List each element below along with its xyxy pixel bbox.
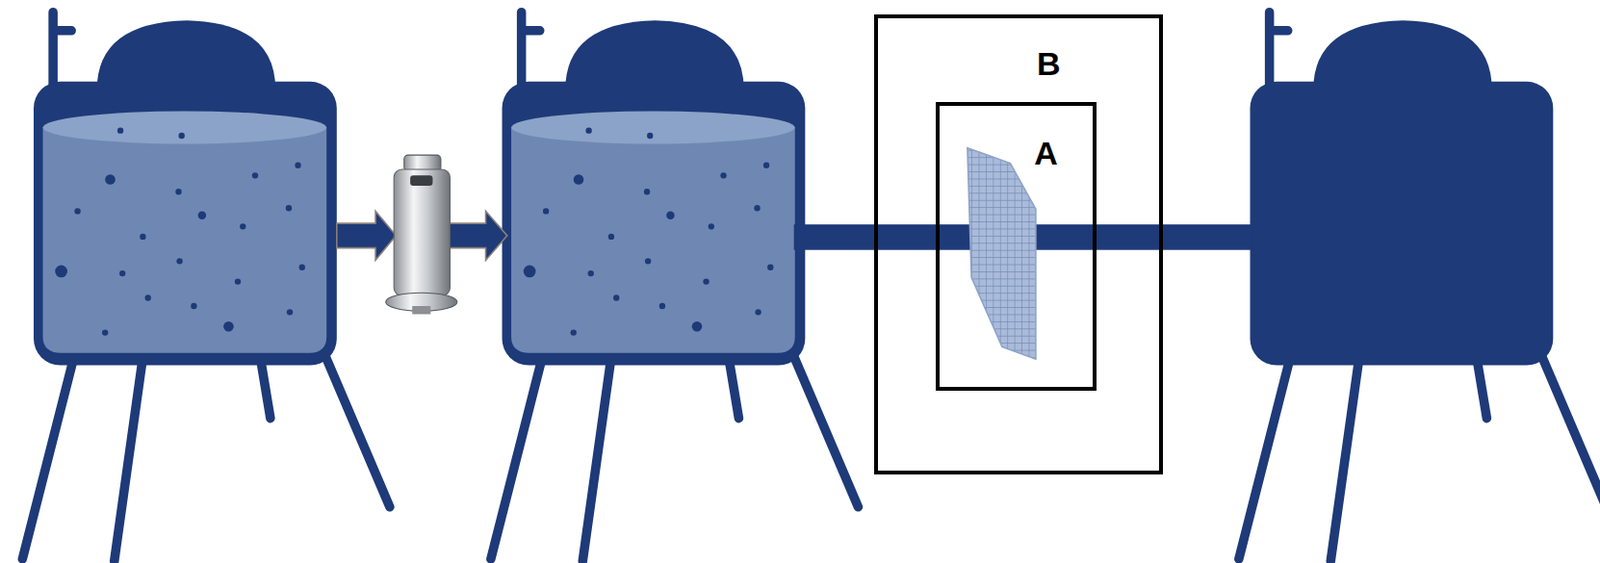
cartridge-filter <box>386 154 458 314</box>
boundary-box: BA <box>874 14 1163 475</box>
membrane-filter <box>967 148 1036 360</box>
box-label: A <box>1033 136 1059 170</box>
boundary-box: A <box>935 102 1097 391</box>
product-tank <box>1238 12 1600 562</box>
middle-tank <box>490 12 859 562</box>
box-label: B <box>1036 47 1061 80</box>
feed-tank <box>22 12 390 562</box>
